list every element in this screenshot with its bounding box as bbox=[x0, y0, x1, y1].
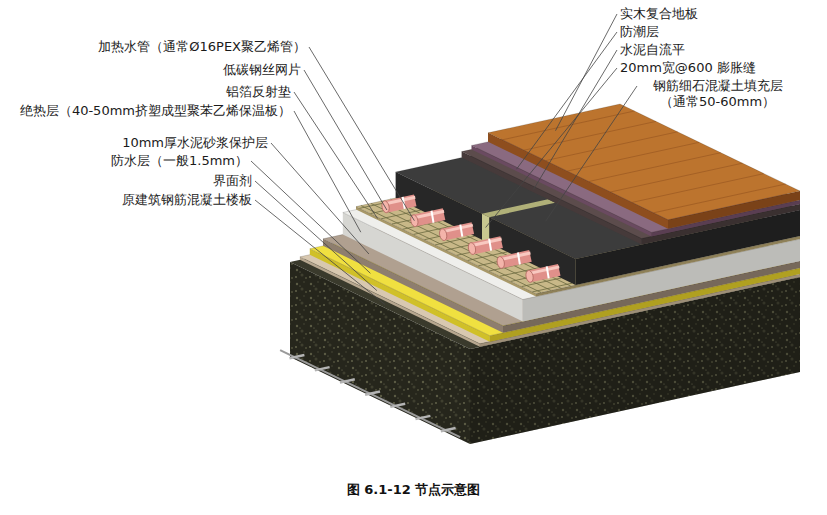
figure-caption: 图 6.1-12 节点示意图 bbox=[0, 482, 827, 498]
leader-line bbox=[556, 14, 618, 131]
wood-grain bbox=[567, 142, 699, 171]
leader-line bbox=[486, 68, 617, 228]
rebar-end bbox=[290, 355, 305, 358]
wood-grain bbox=[632, 174, 764, 203]
wood-grain bbox=[502, 111, 634, 140]
leader-line bbox=[251, 161, 370, 273]
callout-label: 实木复合地板 bbox=[620, 6, 698, 22]
callout-label: 低碳钢丝网片 bbox=[223, 62, 301, 78]
wire-mesh bbox=[532, 283, 572, 292]
callout-label: 防潮层 bbox=[620, 24, 659, 40]
pipe-highlight bbox=[530, 267, 560, 273]
callout-label: 绝热层（40-50mm挤塑成型聚苯乙烯保温板） bbox=[20, 103, 291, 119]
pipe-end bbox=[525, 270, 534, 283]
pipe-clip bbox=[547, 266, 549, 278]
rebar-end bbox=[315, 367, 330, 370]
pipe-end bbox=[467, 242, 476, 255]
pipe-end bbox=[438, 228, 447, 241]
rebar-end bbox=[340, 379, 355, 382]
leader-line bbox=[255, 181, 377, 291]
wood-grain bbox=[524, 121, 656, 150]
pipe-highlight bbox=[472, 239, 502, 245]
leader-line bbox=[271, 143, 369, 254]
leader-line bbox=[534, 50, 617, 189]
wood-grain bbox=[589, 153, 721, 182]
leader-line bbox=[255, 200, 385, 304]
callout-label: 界面剂 bbox=[213, 173, 252, 189]
leader-line bbox=[517, 32, 618, 169]
pipe-clip bbox=[432, 211, 434, 223]
pipe-end bbox=[496, 256, 505, 269]
callout-label: 防水层（一般1.5mm） bbox=[111, 153, 248, 169]
leader-line bbox=[546, 86, 637, 221]
leader-line bbox=[294, 92, 378, 219]
leader-line bbox=[304, 70, 387, 210]
rebar-end bbox=[390, 404, 405, 407]
callout-label: 10mm厚水泥砂浆保护层 bbox=[122, 135, 268, 151]
pipe-clip bbox=[460, 225, 462, 237]
rebar-end bbox=[416, 416, 431, 419]
rebar-end bbox=[441, 428, 456, 431]
pipe-highlight bbox=[414, 211, 444, 217]
callout-label: 加热水管（通常Ø16PEX聚乙烯管） bbox=[98, 39, 306, 55]
pipe-clip bbox=[518, 253, 520, 265]
leader-line bbox=[294, 111, 361, 232]
leader-group bbox=[251, 14, 637, 304]
callout-label: 水泥自流平 bbox=[620, 42, 685, 58]
callout-label: 铝箔反射垫 bbox=[226, 84, 291, 100]
wood-grain bbox=[654, 184, 786, 213]
pipe-highlight bbox=[443, 225, 473, 231]
rebar-end bbox=[365, 392, 380, 395]
callout-label: 原建筑钢筋混凝土楼板 bbox=[122, 192, 252, 208]
expansion-joint bbox=[482, 199, 555, 217]
pipe-highlight bbox=[501, 253, 531, 259]
pipe-clip bbox=[489, 239, 491, 251]
rebar bbox=[280, 350, 460, 437]
wood-grain bbox=[610, 163, 742, 192]
callout-label: 20mm宽@600 膨胀缝 bbox=[620, 60, 756, 76]
wood-floor-top bbox=[488, 104, 800, 220]
callout-label: 钢筋细石混凝土填充层 （通常50-60mm） bbox=[640, 78, 795, 110]
